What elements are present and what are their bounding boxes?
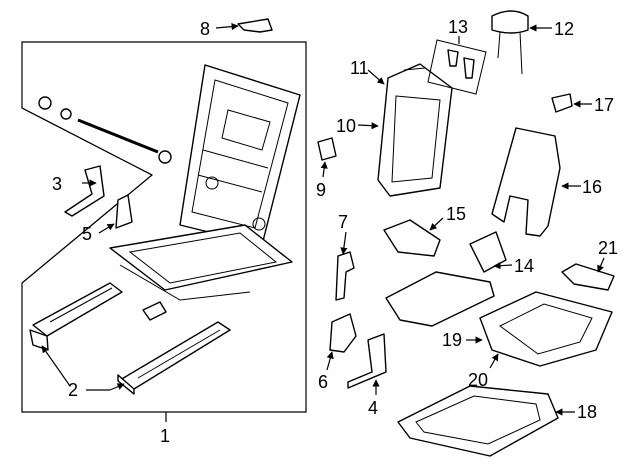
callout-11: 11 [350,58,369,78]
headrest-12 [491,10,529,75]
callout-16: 16 [582,177,602,197]
seat-tracks [29,282,231,395]
callout-13: 13 [448,17,468,37]
seat-back-frame [109,64,301,301]
callout-4: 4 [368,398,378,418]
bolts-13 [427,39,487,95]
cushion-frame-18 [397,385,559,457]
seat-pan-14 [385,231,507,327]
latch-9 [317,137,337,161]
callout-14: 14 [514,256,534,276]
callout-7: 7 [338,212,348,232]
seat-cushion [479,291,613,367]
callout-5: 5 [82,224,92,244]
clip-17 [551,93,573,113]
callout-17: 17 [594,95,614,115]
cover-5 [115,194,133,229]
callout-8: 8 [200,19,210,39]
callout-1: 1 [160,426,170,446]
callout-10: 10 [336,116,356,136]
trim-15 [383,219,441,257]
cover-4 [347,333,387,389]
callout-20: 20 [468,370,488,390]
callout-12: 12 [554,19,574,39]
callout-9: 9 [316,180,326,200]
clip-8 [237,18,273,33]
back-panel-16 [491,127,561,237]
callout-18: 18 [577,402,597,422]
callout-2: 2 [68,380,78,400]
bracket-7 [335,251,355,301]
seat-back-cushion [377,63,453,197]
callout-3: 3 [52,174,62,194]
callout-21: 21 [598,238,618,258]
cover-21 [561,263,615,291]
frame-hardware [38,96,172,164]
callout-19: 19 [442,330,462,350]
seat-frame-assembly-box [21,41,307,413]
callout-15: 15 [446,204,466,224]
callout-labels: 8 3 5 2 1 7 6 4 9 10 11 13 12 17 16 15 2… [52,17,618,446]
bracket-6 [329,313,357,353]
leader-lines [41,23,605,422]
bracket-3 [64,165,105,217]
callout-6: 6 [318,372,328,392]
